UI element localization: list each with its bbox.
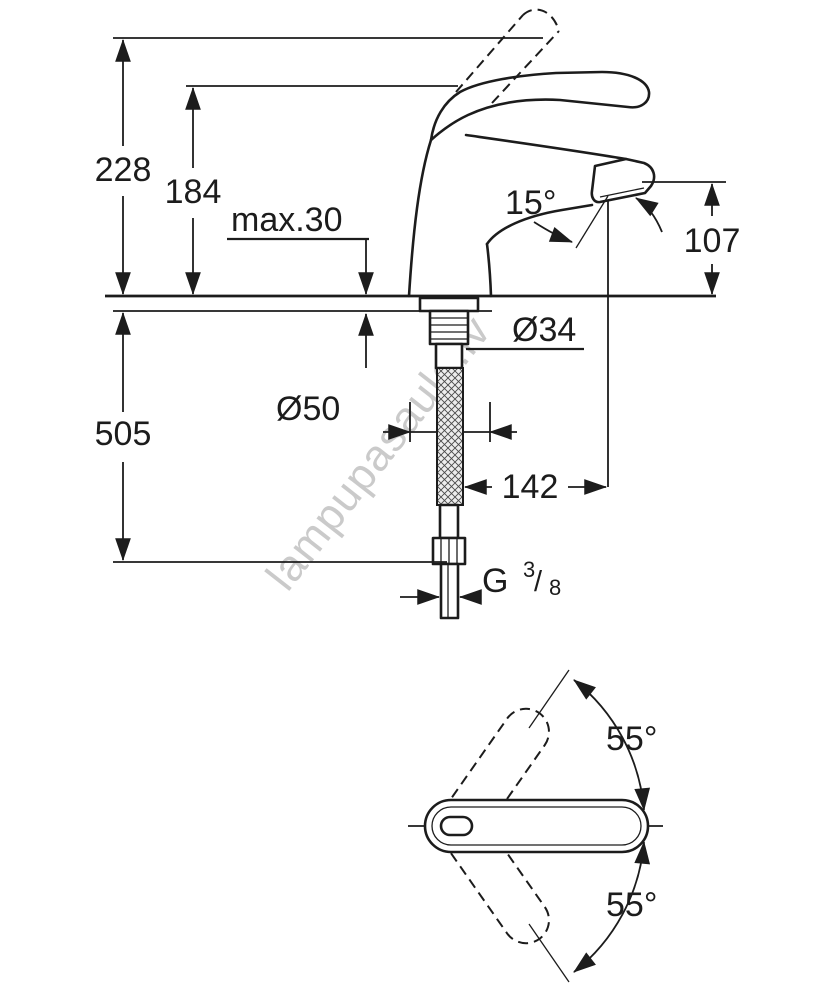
label-184: 184 xyxy=(165,173,222,211)
body-right-edge xyxy=(485,242,493,298)
label-228: 228 xyxy=(95,151,152,189)
angle-line-up xyxy=(528,669,570,729)
label-thread-denominator: 8 xyxy=(549,575,561,600)
raised-handle-tip xyxy=(522,8,560,32)
label-107: 107 xyxy=(684,222,741,260)
dimension-hose-length: 505 xyxy=(95,311,447,563)
label-55deg-up: 55° xyxy=(606,720,657,758)
label-505: 505 xyxy=(95,415,152,453)
label-max30: max.30 xyxy=(231,201,343,239)
body-left-edge xyxy=(407,138,433,298)
aerator-outlet-line xyxy=(599,187,645,198)
top-view: 55° 55° xyxy=(408,669,663,983)
label-dia50: Ø50 xyxy=(276,390,340,428)
label-142: 142 xyxy=(502,468,559,506)
dimension-base-diameter: Ø50 xyxy=(276,390,517,442)
mounting-hardware xyxy=(418,296,480,370)
dimension-body-height: 184 xyxy=(165,85,458,296)
raised-handle-edge xyxy=(455,14,524,93)
label-15deg: 15° xyxy=(505,184,556,222)
dimension-hole-diameter: Ø34 xyxy=(466,311,584,351)
dimension-thread-size: G 3 / 8 xyxy=(400,557,561,605)
handle-raised-dashed xyxy=(455,8,560,104)
braided-hose xyxy=(436,367,464,506)
dimension-total-height: 228 xyxy=(95,37,543,296)
label-thread-slash: / xyxy=(534,566,543,598)
handle-inner-contour xyxy=(431,806,642,846)
handle-slot xyxy=(439,815,474,837)
handle-top-view xyxy=(423,798,650,854)
label-thread-numerator: 3 xyxy=(523,557,535,582)
aerator xyxy=(590,157,656,204)
raised-handle-edge xyxy=(491,30,560,104)
swing-arc-down xyxy=(573,840,651,973)
dimension-max-counter-thickness: max.30 xyxy=(227,201,374,368)
spout-underside xyxy=(485,203,594,246)
hose-nut-facets xyxy=(440,538,458,564)
handle-side-view xyxy=(429,70,651,142)
shank-threads xyxy=(430,317,468,340)
base-flange xyxy=(418,296,480,313)
faucet-body xyxy=(407,133,656,298)
dimension-spout-reach: 142 xyxy=(463,200,609,506)
dimension-outlet-height: 107 xyxy=(642,181,741,296)
spout-top-edge xyxy=(464,133,628,161)
angle-leader-arrow xyxy=(533,221,573,243)
label-55deg-down: 55° xyxy=(606,886,657,924)
hose-end xyxy=(439,562,460,620)
dimension-spout-angle: 15° xyxy=(505,184,663,249)
swing-arc-up xyxy=(573,679,651,812)
angle-reference-line xyxy=(575,195,609,249)
label-dia34: Ø34 xyxy=(512,311,576,349)
mounting-nut xyxy=(434,342,464,370)
angle-line-down xyxy=(528,923,570,983)
label-thread-g: G xyxy=(482,562,508,600)
angle-arc-arrow xyxy=(635,197,663,233)
hose-neck xyxy=(438,503,460,540)
supply-hose xyxy=(431,367,467,620)
side-view: 228 184 max.30 15° 107 xyxy=(95,8,741,620)
